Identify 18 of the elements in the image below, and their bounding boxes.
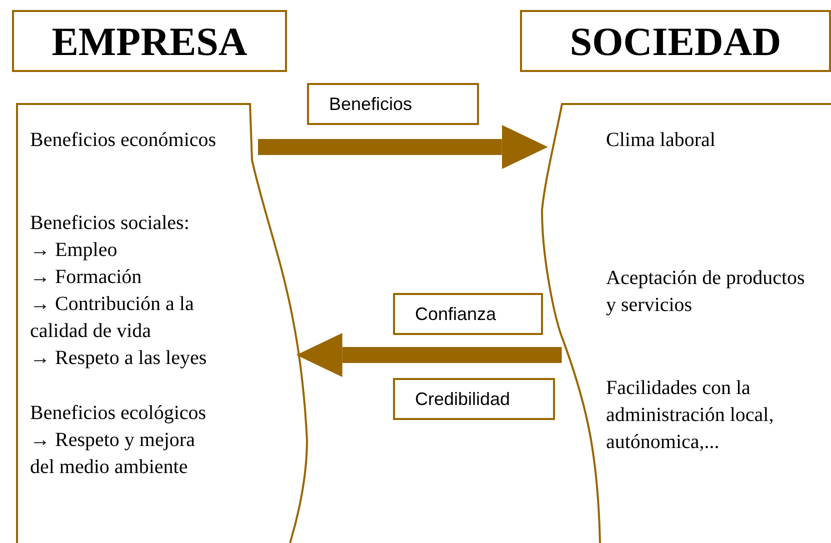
- heading-box: SOCIEDAD: [520, 10, 831, 72]
- item-text: → Formación: [30, 265, 143, 290]
- item-text: Beneficios económicos: [30, 128, 218, 153]
- item-text: Clima laboral: [606, 128, 716, 153]
- item-text: → Empleo: [30, 238, 118, 263]
- item-text: Aceptación de productos y servicios: [606, 266, 806, 318]
- arrow-label-box: Beneficios: [307, 83, 479, 125]
- arrow-label-box: Confianza: [393, 293, 543, 335]
- heading-box: EMPRESA: [12, 10, 287, 72]
- arrow: [258, 125, 548, 169]
- item-text: → Respeto a las leyes: [30, 346, 208, 371]
- item-text: → Respeto y mejora del medio ambiente: [30, 428, 196, 480]
- item-text: Facilidades con la administración local, autónomica,...: [606, 376, 775, 455]
- item-text: → Contribución a la calidad de vida: [30, 292, 195, 344]
- arrow-label-box: Credibilidad: [393, 378, 555, 420]
- item-text: Beneficios sociales:: [30, 211, 190, 236]
- arrow: [296, 333, 562, 377]
- item-text: Beneficios ecológicos: [30, 401, 208, 426]
